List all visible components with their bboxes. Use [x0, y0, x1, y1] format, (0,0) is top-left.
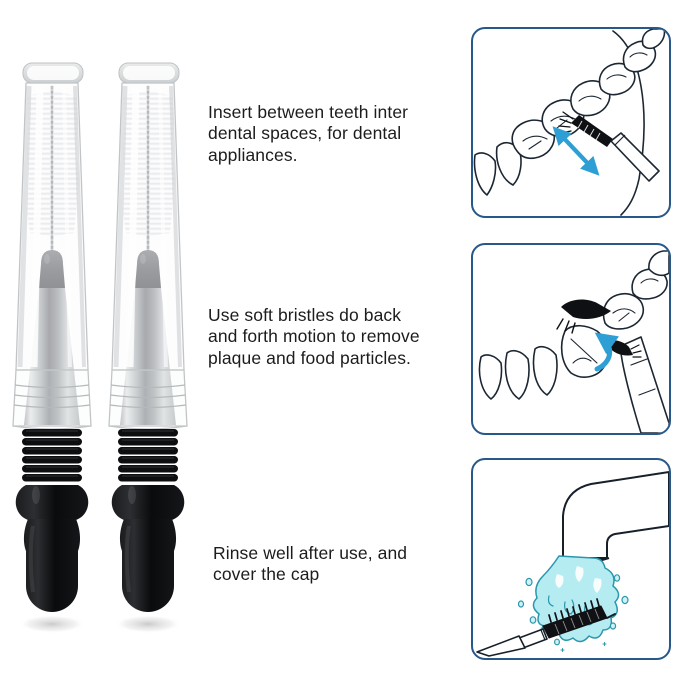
- panel-step-3: [471, 458, 671, 660]
- step-3-line-1: Rinse well after use, and: [213, 543, 408, 563]
- step-3-text: Rinse well after use, and cover the cap: [213, 543, 407, 586]
- step-1-line-3: appliances.: [208, 144, 298, 165]
- rotate-arrow-icon: [594, 332, 620, 372]
- brush-left: [13, 63, 91, 633]
- brush-right: [109, 63, 187, 633]
- brush-icon: [476, 598, 616, 657]
- step-2-line-1: Use soft bristles do back: [208, 305, 402, 325]
- back-and-forth-motion-illustration-icon: [478, 250, 669, 433]
- panel-step-2: [471, 243, 671, 435]
- step-2-text: Use soft bristles do back and forth moti…: [208, 305, 420, 369]
- faucet-icon: [560, 471, 669, 563]
- step-2-line-3: plaque and food particles.: [208, 347, 412, 368]
- interdental-brushes-figure: [0, 40, 210, 650]
- step-3-line-2: cover the cap: [213, 564, 320, 585]
- panel-step-1: [471, 27, 671, 218]
- rinse-brush-under-faucet-illustration-icon: [476, 471, 669, 657]
- step-1-line-2: dental spaces, for dental: [208, 123, 402, 144]
- step-1-line-1: Insert between teeth inter: [208, 102, 409, 122]
- back-and-forth-arrow-icon: [552, 126, 600, 176]
- insert-brush-between-teeth-illustration-icon: [473, 29, 666, 216]
- step-1-text: Insert between teeth inter dental spaces…: [208, 102, 408, 166]
- step-2-line-2: and forth motion to remove: [208, 326, 420, 347]
